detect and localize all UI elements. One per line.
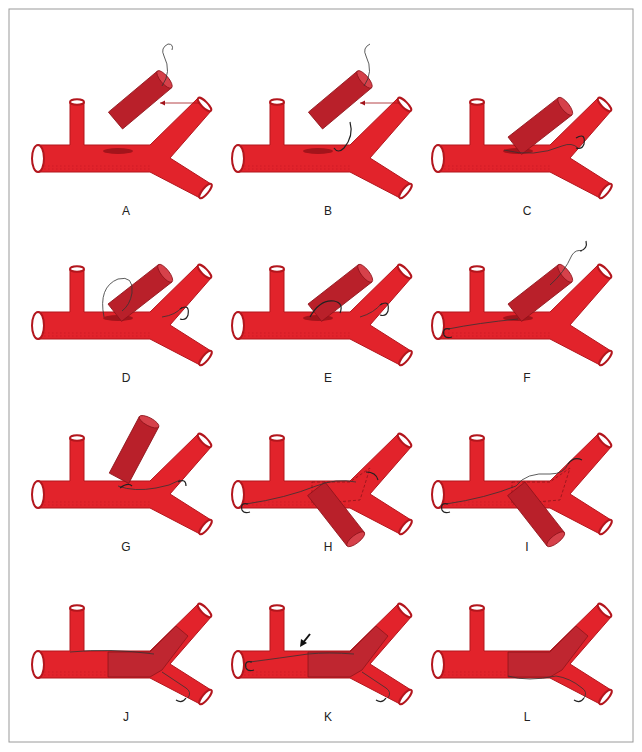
panel-letter: H [324, 541, 333, 553]
panel-f [432, 241, 614, 367]
panel-h [232, 432, 414, 549]
panel-letter: A [122, 205, 130, 217]
frame [9, 9, 633, 742]
panel-c [432, 95, 614, 200]
panel-letter: K [324, 711, 332, 723]
panel-letter: J [123, 711, 129, 723]
panel-letter: I [525, 541, 528, 553]
panel-letter: D [122, 372, 131, 384]
panel-d [32, 262, 214, 367]
panel-a [32, 44, 214, 200]
panel-letter: G [121, 541, 130, 553]
panel-g [32, 413, 214, 536]
panel-i [432, 432, 614, 549]
panel-b [232, 44, 414, 200]
panel-letter: C [523, 205, 532, 217]
panel-letter: B [324, 205, 332, 217]
panel-e [232, 262, 414, 367]
panel-l [432, 602, 614, 706]
panel-letter: F [523, 372, 530, 384]
panel-k [232, 602, 414, 706]
panel-letter: L [524, 711, 531, 723]
panel-j [32, 602, 214, 706]
panel-letter: E [324, 372, 332, 384]
